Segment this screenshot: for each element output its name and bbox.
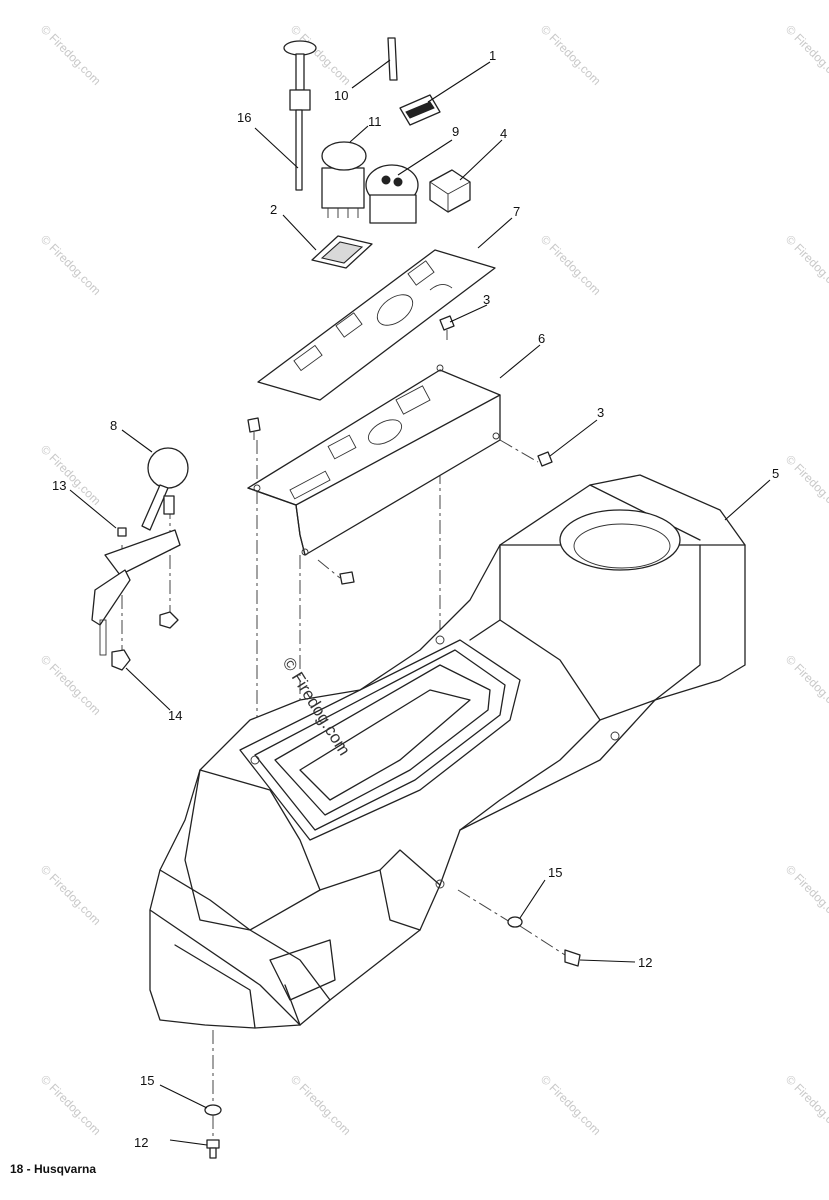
callout-1: 1 xyxy=(489,48,496,63)
callout-10: 10 xyxy=(334,88,348,103)
watermark: © Firedog.com xyxy=(38,232,104,298)
callout-14: 14 xyxy=(168,708,182,723)
bolt-right xyxy=(537,451,553,467)
toggle-switch xyxy=(399,94,441,126)
callout-12a: 12 xyxy=(638,955,652,970)
control-rod xyxy=(283,40,317,191)
callout-8: 8 xyxy=(110,418,117,433)
callout-15a: 15 xyxy=(548,865,562,880)
watermark: © Firedog.com xyxy=(783,452,829,518)
callout-4: 4 xyxy=(500,126,507,141)
dash-bracket xyxy=(247,364,501,556)
leader-lines xyxy=(69,59,771,1146)
page-footer-label: 18 - Husqvarna xyxy=(10,1162,97,1176)
callout-15b: 15 xyxy=(140,1073,154,1088)
callout-3b: 3 xyxy=(597,405,604,420)
washer-bottom xyxy=(204,1104,222,1116)
watermark: © Firedog.com xyxy=(538,22,604,88)
callout-11: 11 xyxy=(368,114,382,129)
dash-decal xyxy=(257,249,496,401)
bolt-top xyxy=(439,315,455,340)
washer-right xyxy=(507,916,523,928)
switch-bezel-inner xyxy=(320,241,364,264)
callout-7: 7 xyxy=(513,204,520,219)
watermark: © Firedog.com xyxy=(783,1072,829,1138)
ignition-switch xyxy=(365,164,419,224)
watermark: © Firedog.com xyxy=(38,862,104,928)
console-housing xyxy=(149,474,746,1029)
callout-2: 2 xyxy=(270,202,277,217)
watermark: © Firedog.com xyxy=(783,232,829,298)
watermark: © Firedog.com xyxy=(538,1072,604,1138)
watermark: © Firedog.com xyxy=(288,1072,354,1138)
bolt-left xyxy=(247,417,261,440)
callout-9: 9 xyxy=(452,124,459,139)
watermark: © Firedog.com xyxy=(783,862,829,928)
small-pin xyxy=(387,37,398,81)
callout-labels: 1 2 3 3 4 5 6 7 8 9 10 11 12 12 13 14 15… xyxy=(52,48,779,1150)
watermark: © Firedog.com xyxy=(38,652,104,718)
callout-3a: 3 xyxy=(483,292,490,307)
interlock-switch xyxy=(429,169,471,213)
watermark: © Firedog.com xyxy=(783,22,829,88)
callout-6: 6 xyxy=(538,331,545,346)
callout-12b: 12 xyxy=(134,1135,148,1150)
watermark: © Firedog.com xyxy=(38,442,104,508)
bolt-bracket-bottom xyxy=(339,571,355,585)
pto-switch xyxy=(321,141,367,218)
watermark: © Firedog.com xyxy=(38,1072,104,1138)
watermark: © Firedog.com xyxy=(538,232,604,298)
bolt-bottom xyxy=(206,1139,220,1159)
watermark: © Firedog.com xyxy=(38,22,104,88)
watermark: © Firedog.com xyxy=(783,652,829,718)
callout-16: 16 xyxy=(237,110,251,125)
bolt-lower-right xyxy=(564,949,581,967)
callout-13: 13 xyxy=(52,478,66,493)
callout-5: 5 xyxy=(772,466,779,481)
shift-lever-assembly xyxy=(91,447,189,671)
